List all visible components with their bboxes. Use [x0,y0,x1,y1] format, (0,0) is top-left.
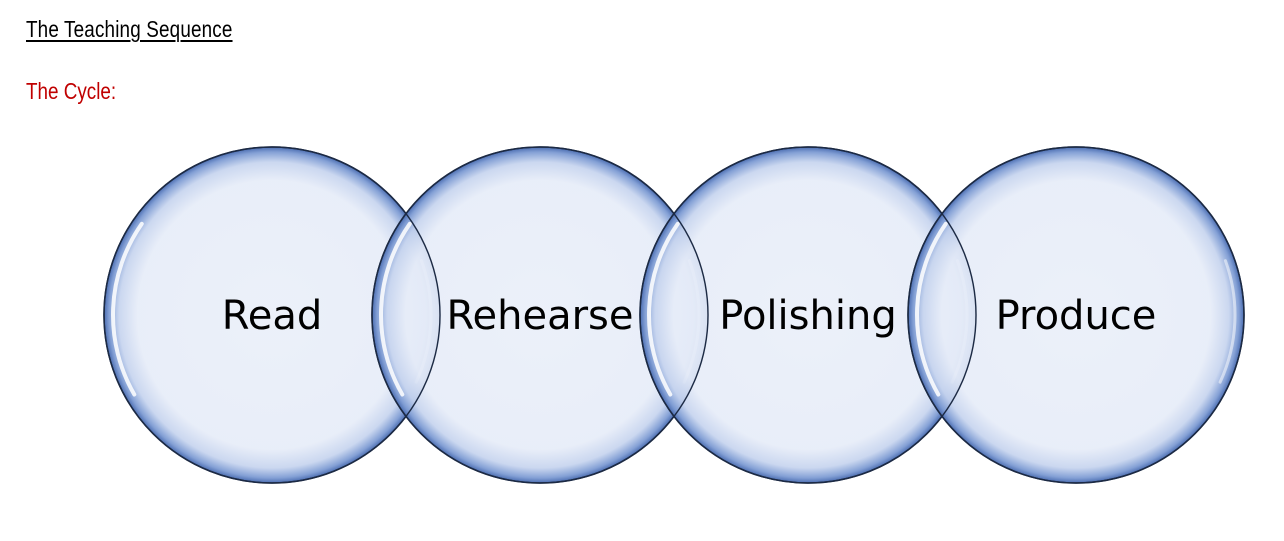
glossy-highlight [379,221,412,397]
stage-label-produce: Produce [996,293,1157,339]
stage-circle-outline [907,146,1245,484]
stage-label-rehearse: Rehearse [447,293,634,339]
stage-label-polishing: Polishing [719,293,896,339]
glossy-highlight [111,221,144,397]
page-title: The Teaching Sequence [26,16,233,42]
glossy-highlight [915,221,948,397]
stage-circle-outline [639,146,977,484]
section-heading: The Cycle: [26,78,117,104]
stage-label-read: Read [222,293,323,339]
glossy-highlight [647,221,680,397]
glossy-highlight [1218,259,1237,384]
stage-circle-outline [103,146,441,484]
stage-circle-outline [371,146,709,484]
